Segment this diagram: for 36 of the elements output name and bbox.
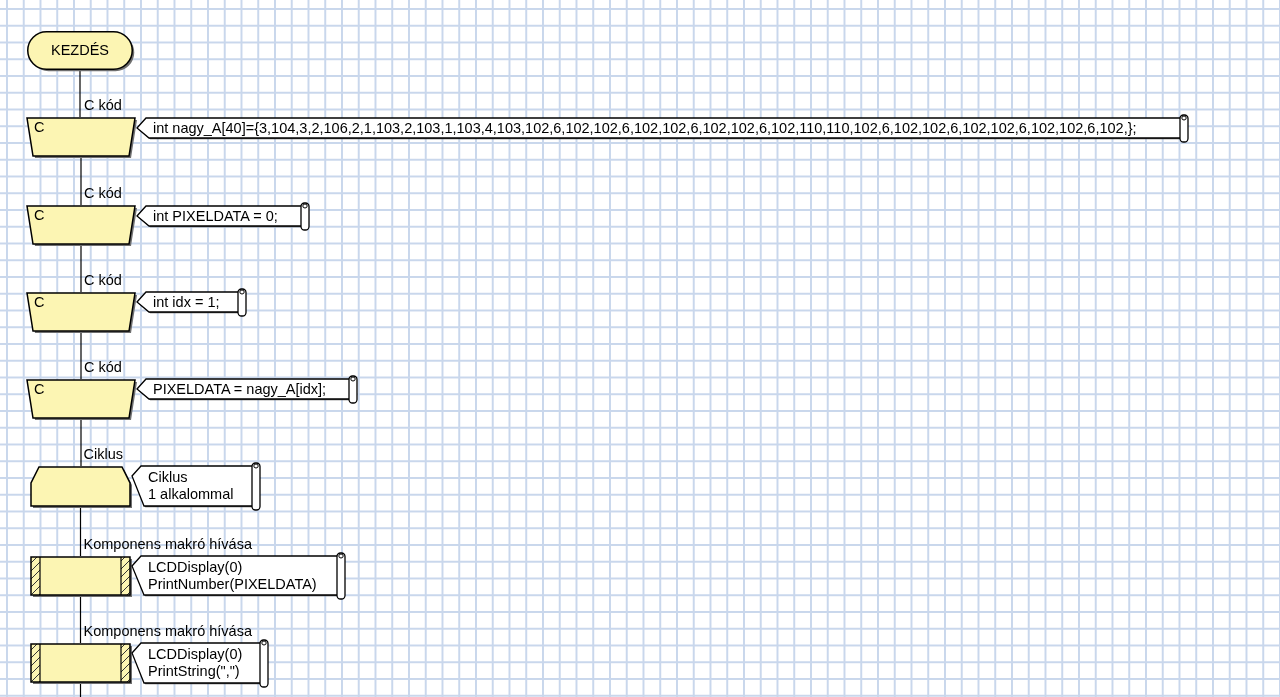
block-title: C kód [84,185,122,202]
comment-callout [136,375,361,404]
block-type-label: C [34,119,45,136]
block-type-label: C [34,294,45,311]
code-text: PrintNumber(PIXELDATA) [148,575,317,593]
code-text: PrintString(",") [148,663,240,680]
block-title: C kód [84,272,122,289]
flow-line [80,156,82,206]
block-title: C kód [84,97,122,114]
terminal-label: KEZDÉS [51,42,109,59]
block-type-label: C [34,207,45,224]
block-title: Ciklus [83,446,123,463]
comment-callout [136,114,1192,143]
code-text: int nagy_A[40]={3,104,3,2,106,2,1,103,2,103,1,103,4,103,102,6,102,102,6,102,102,6,102,102,6,102,110,110,102,6,102,102,6,102,102,6,102,102,6,102,}; [153,119,1137,137]
comment-callout [131,462,264,511]
flow-line [80,331,82,380]
code-text: int PIXELDATA = 0; [153,207,278,225]
code-text: PIXELDATA = nagy_A[idx]; [153,380,327,398]
block-type-label: C [34,381,45,398]
comment-callout [131,552,349,600]
block-title: Komponens makró hívása [83,536,252,553]
block-title: C kód [84,359,122,376]
flow-line [80,418,82,467]
code-text: int idx = 1; [153,293,220,311]
code-text: LCDDisplay(0) [148,646,243,663]
flow-line [79,506,82,557]
code-text: LCDDisplay(0) [148,558,243,576]
flow-line [79,595,82,644]
flow-line [80,244,82,293]
code-text: Ciklus [148,469,188,486]
comment-callout [136,288,250,317]
code-text: 1 alkalommal [148,486,234,503]
flow-line [79,69,81,118]
block-title: Komponens makró hívása [83,623,252,640]
comment-callout [131,639,272,688]
comment-callout [136,202,313,231]
